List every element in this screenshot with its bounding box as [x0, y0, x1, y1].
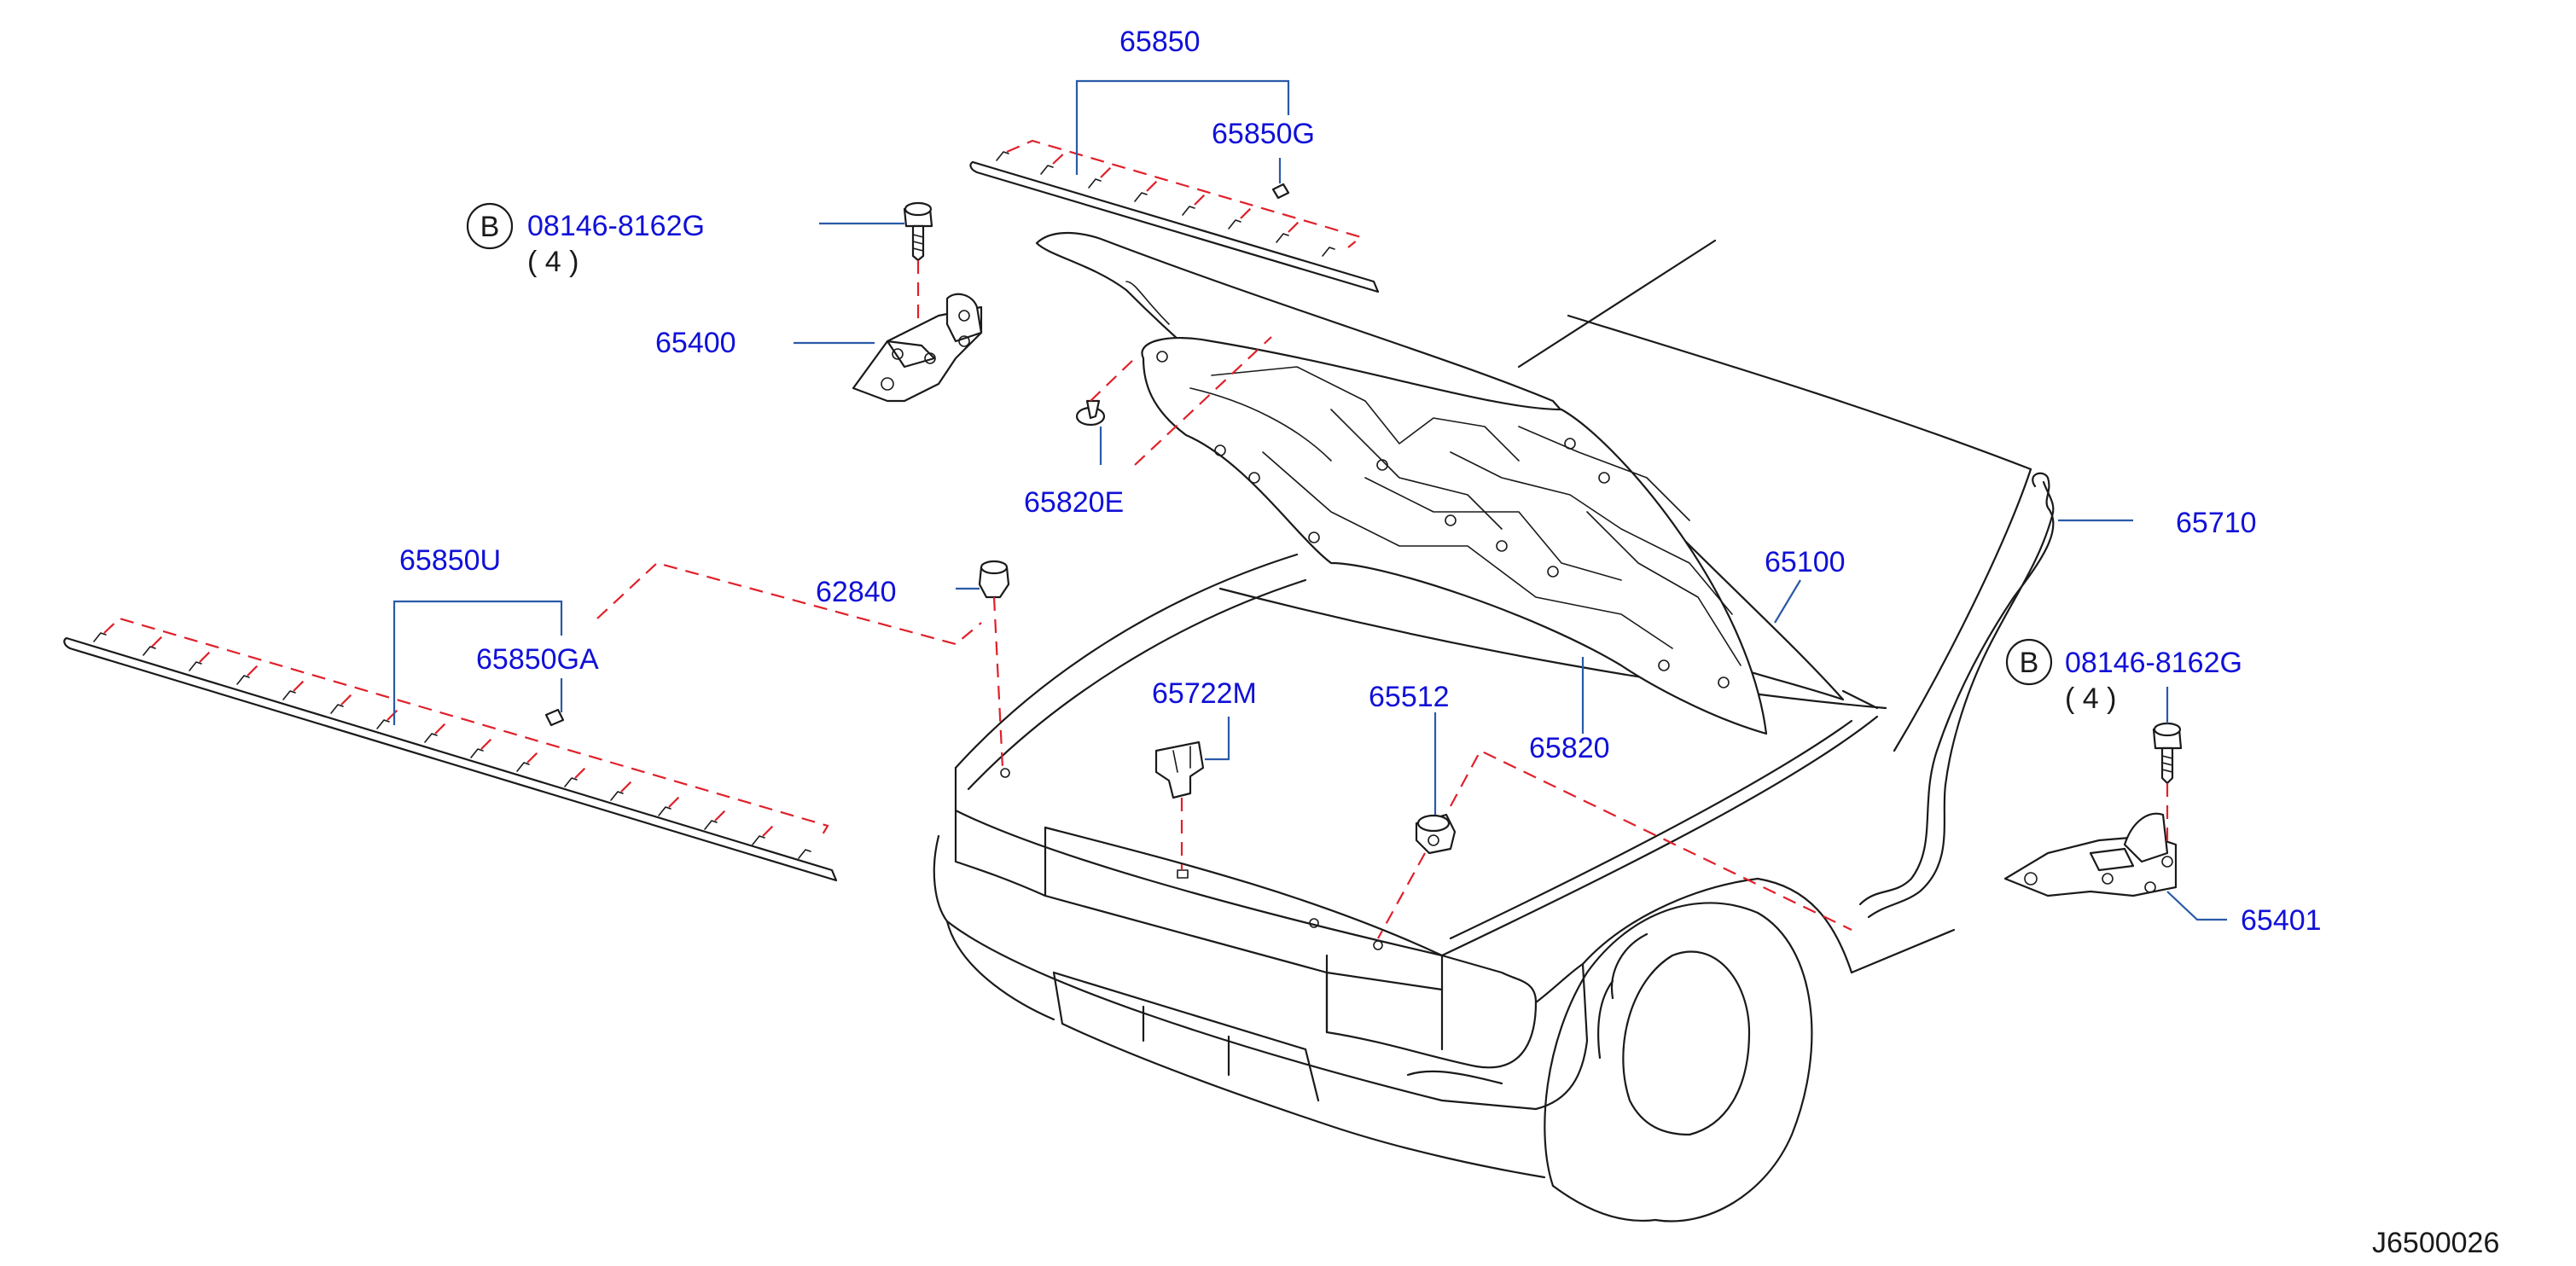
label-65512: 65512 — [1369, 681, 1450, 713]
label-62840: 62840 — [816, 576, 897, 608]
leader-lines — [393, 79, 2227, 921]
bolt-prefix-left: B — [480, 211, 500, 243]
label-65401: 65401 — [2241, 904, 2322, 937]
label-65722m: 65722M — [1152, 677, 1257, 710]
hood-seal-lower — [63, 617, 838, 882]
bumper-62840 — [978, 560, 1010, 599]
label-65850ga: 65850GA — [476, 643, 599, 676]
part-labels: 65850 65850G 08146-8162G ( 4 ) 65400 658… — [399, 26, 2499, 1259]
label-bolt-left-qty: ( 4 ) — [527, 246, 579, 278]
bolt-right — [2152, 722, 2183, 785]
clip-65820e — [1075, 399, 1106, 427]
bolt-left — [903, 201, 933, 262]
lock-65722m — [1154, 740, 1205, 799]
label-65820: 65820 — [1529, 732, 1610, 764]
bumper-65512 — [1415, 813, 1457, 855]
label-bolt-left: 08146-8162G — [527, 210, 705, 242]
diagram-code: J6500026 — [2372, 1227, 2499, 1259]
bolt-symbol-right: B — [2005, 638, 2053, 686]
label-bolt-right: 08146-8162G — [2065, 647, 2242, 679]
vehicle-body — [933, 239, 2032, 1222]
label-65710: 65710 — [2176, 507, 2257, 539]
bolt-symbol-left: B — [466, 202, 514, 250]
label-65100: 65100 — [1765, 546, 1846, 578]
assembly-guides — [596, 336, 1852, 939]
label-65850: 65850 — [1119, 26, 1201, 58]
hinge-left — [852, 293, 983, 403]
label-65850g: 65850G — [1212, 118, 1315, 150]
hinge-right — [2003, 812, 2178, 897]
bolt-prefix-right: B — [2020, 647, 2039, 679]
label-65850u: 65850U — [399, 544, 501, 577]
hood-seal-upper — [969, 139, 1380, 293]
label-65820e: 65820E — [1024, 486, 1124, 519]
hood-panel — [1035, 232, 1845, 735]
hood-support-rod — [1858, 472, 2055, 919]
label-65400: 65400 — [655, 327, 736, 359]
label-bolt-right-qty: ( 4 ) — [2065, 682, 2116, 715]
